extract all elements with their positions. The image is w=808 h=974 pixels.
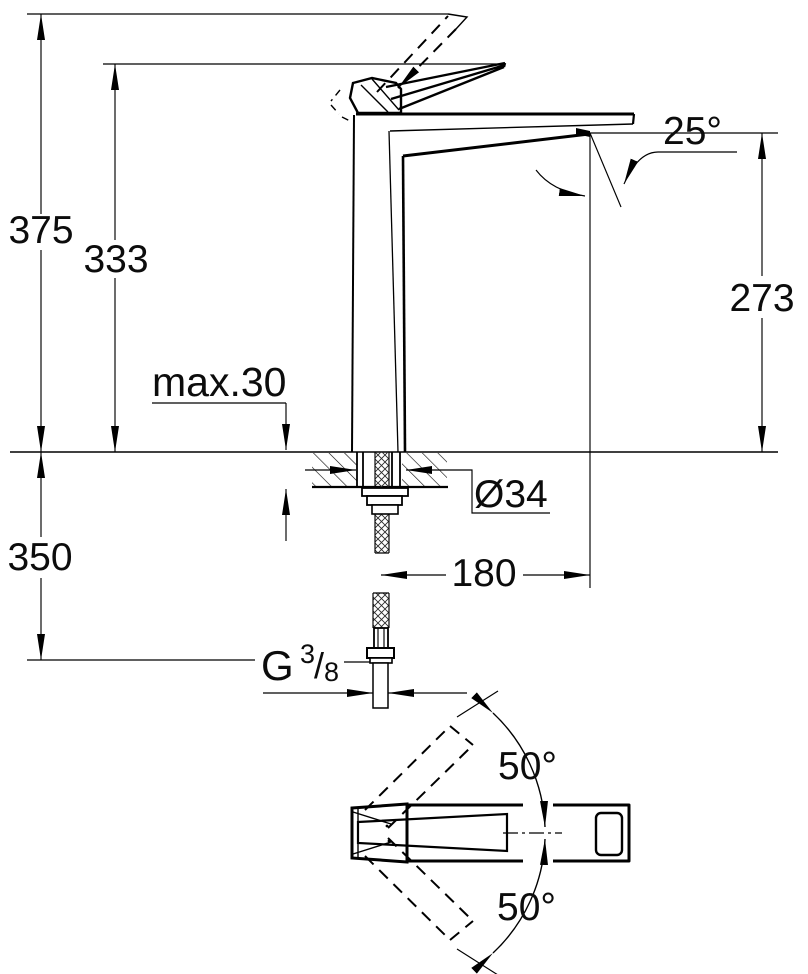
dim-50deg-lower-label: 50°: [497, 886, 556, 929]
mounting-nut-step: [371, 504, 399, 515]
dimension-spout-reach: 180: [381, 552, 590, 595]
dim-180-label: 180: [451, 552, 516, 595]
spout-underside-front: [402, 132, 590, 158]
stream-angle-line: [589, 132, 622, 208]
dimension-hole-diameter: Ø34: [305, 466, 550, 516]
plan-handle-base: [350, 802, 409, 864]
connection-tube: [372, 662, 389, 709]
dimension-spout-height: 273: [729, 133, 795, 452]
hose-ferrule: [373, 627, 389, 649]
dim-50deg-upper-label: 50°: [498, 745, 557, 788]
column-front-edge: [401, 155, 407, 453]
plan-swing-down-arc: [471, 838, 548, 974]
dim-333-label: 333: [83, 238, 148, 281]
deck-hatch-left: [312, 453, 357, 487]
dim-max30-label: max.30: [152, 359, 286, 405]
connection-thread-callout: G 3 / 8: [261, 639, 467, 697]
plan-view: 50° 50°: [350, 690, 631, 974]
handle-base-detail: [360, 78, 400, 113]
dimension-deck-thickness: max.30: [152, 359, 290, 541]
front-view: 375 333 273 350 180: [7, 13, 795, 709]
flow-direction-arrow: [535, 169, 586, 197]
spout-outlet: [576, 128, 590, 137]
lever-lowered-dashed: [330, 89, 353, 123]
faucet-front: [330, 13, 636, 453]
dimension-lever-height: 333: [83, 64, 149, 452]
dim-350-label: 350: [7, 536, 72, 579]
handle-base: [348, 76, 403, 115]
mounting-washer: [361, 487, 409, 497]
supply-hose-assembly: [356, 452, 409, 709]
plan-pivot-dot: [385, 824, 389, 828]
lever-swing-arrow: [397, 28, 457, 89]
column-back-edge: [388, 130, 399, 453]
dim-25deg-label: 25°: [663, 110, 722, 153]
spout-tip-edge: [631, 113, 636, 125]
dim-dia34-label: Ø34: [474, 473, 548, 516]
dimension-spout-angle: 25°: [535, 110, 737, 208]
plan-swing-down: 50°: [364, 837, 556, 974]
extension-lines: [10, 13, 778, 661]
dimension-hose-length: 350: [7, 452, 73, 660]
dim-375-label: 375: [8, 209, 73, 252]
plan-lever-up-dashed: [364, 725, 474, 829]
mounting-shank-walls: [356, 452, 401, 487]
thread-numerator: 3: [300, 639, 315, 669]
mounting-nut: [366, 495, 403, 506]
plan-swing-up: 50°: [364, 690, 557, 829]
dimension-total-height: 375: [8, 14, 74, 452]
spout-underside-back: [389, 123, 634, 132]
hose-union-nut: [366, 647, 395, 659]
thread-g-label: G: [261, 642, 294, 689]
plan-lever-down-dashed: [364, 837, 474, 941]
plan-spout-end: [553, 803, 631, 863]
lever-raised-dashed-top: [376, 15, 449, 93]
column-left-edge: [351, 114, 355, 453]
plan-swing-up-arc: [471, 692, 548, 828]
plan-swing-up-extension: [456, 690, 499, 718]
lever-handle: [385, 61, 507, 111]
plan-outlet-opening: [594, 811, 624, 857]
hose-braid-lower: [373, 593, 389, 628]
thread-denominator: 8: [324, 657, 339, 687]
deck-hatch-right: [402, 453, 447, 487]
dim-273-label: 273: [729, 277, 794, 320]
thread-slash: /: [314, 645, 324, 686]
plan-swing-down-extension: [456, 948, 498, 974]
lever-raised-tip: [447, 13, 469, 30]
